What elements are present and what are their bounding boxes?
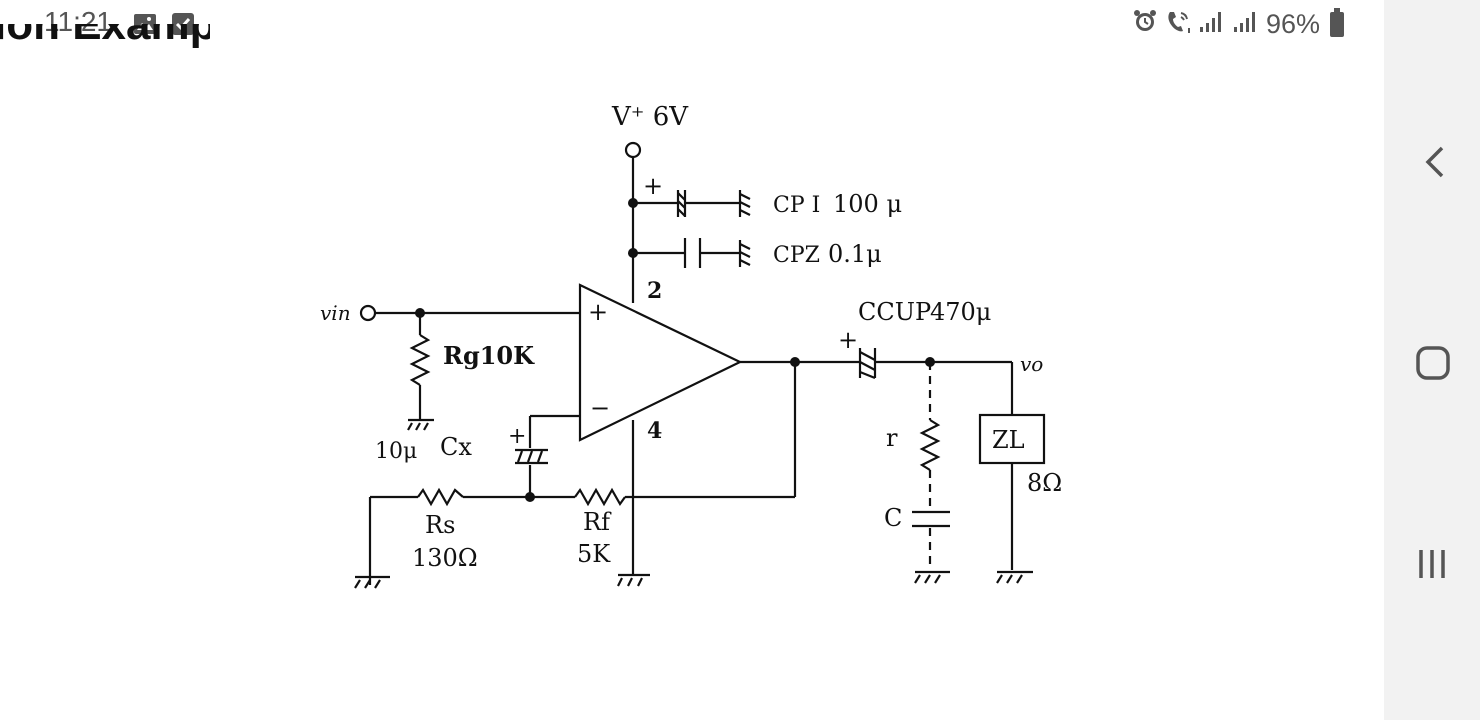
vin-terminal: [359, 304, 377, 322]
recent-apps-button[interactable]: [1384, 516, 1480, 612]
zl-name: ZL: [992, 426, 1025, 454]
rf-name: Rf: [583, 508, 612, 536]
pin-2-label: 2: [647, 278, 662, 304]
home-button[interactable]: [1384, 314, 1480, 410]
cp1-polarity: +: [643, 172, 663, 200]
ccup-value: 470μ: [930, 298, 991, 326]
zl-value: 8Ω: [1027, 469, 1062, 497]
supply-terminal: [624, 141, 642, 159]
c-name: C: [884, 504, 902, 532]
rs-name: Rs: [425, 511, 455, 539]
cx-polarity: +: [508, 424, 526, 449]
signal-icon: [1232, 8, 1260, 41]
rs-value: 130Ω: [412, 544, 478, 572]
partial-heading: ion Example: [0, 24, 210, 54]
minus-input-sign: −: [590, 394, 610, 422]
battery-icon: [1330, 7, 1344, 37]
op-amp: [578, 283, 743, 442]
cp1-value: 100 μ: [833, 190, 902, 218]
rg-resistor: [409, 334, 431, 386]
home-square-icon: [1416, 346, 1450, 380]
back-button[interactable]: [1384, 114, 1480, 210]
wifi-call-icon: [1164, 8, 1192, 41]
cx-value: 10μ: [375, 439, 417, 464]
pin-4-label: 4: [647, 418, 662, 444]
r-name: r: [886, 424, 898, 452]
vo-label: 𝑣o: [1020, 352, 1043, 376]
status-bar: 11:21: [0, 0, 1384, 50]
rf-value: 5K: [577, 540, 611, 568]
rs-resistor: [417, 487, 464, 507]
cp2-value: 0.1μ: [828, 240, 882, 268]
plus-input-sign: +: [588, 298, 608, 326]
vin-label: 𝑣in: [320, 301, 351, 325]
alarm-icon: [1132, 8, 1158, 41]
back-chevron-icon: [1425, 146, 1444, 178]
ccup-polarity: +: [838, 326, 858, 354]
cp2-name: CPZ: [773, 243, 820, 268]
rf-resistor: [574, 487, 626, 507]
rg-label: Rg10K: [443, 341, 535, 370]
check-notification-icon: [171, 12, 195, 36]
partial-heading-text: ion Example: [0, 24, 210, 49]
status-time: 11:21: [44, 6, 112, 37]
supply-label: V⁺ 6V: [611, 102, 689, 132]
circuit-schematic: V⁺ 6V 2 4 + − + + + 𝑣in 𝑣o CP I 100 μ CP…: [320, 102, 1062, 589]
status-indicators: 96%: [1132, 6, 1344, 42]
gallery-icon: [133, 12, 157, 36]
ccup-name: CCUP: [858, 298, 931, 326]
cx-name: Cx: [440, 433, 472, 461]
battery-percent: 96%: [1265, 8, 1320, 39]
signal-icon: [1198, 8, 1226, 41]
cp1-name: CP I: [773, 193, 820, 218]
recent-apps-icon: [1419, 550, 1445, 578]
navigation-bar: [1384, 0, 1480, 720]
r-resistor: [919, 419, 941, 471]
